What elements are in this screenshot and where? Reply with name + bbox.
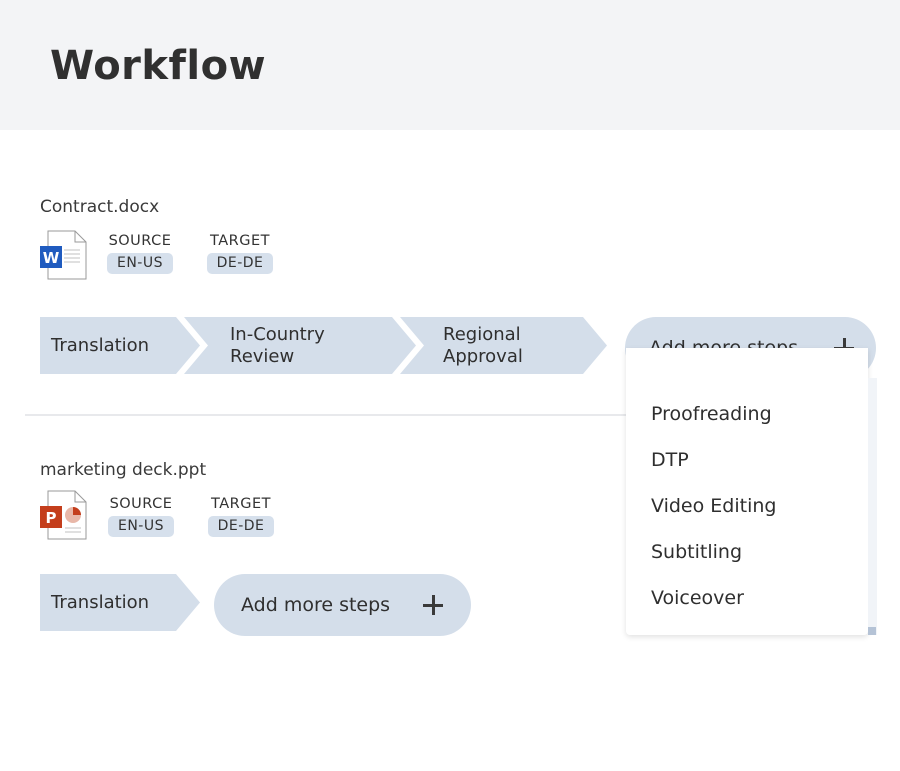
source-language-badge: EN-US xyxy=(107,516,174,537)
add-more-steps-label: Add more steps xyxy=(241,594,391,616)
workflow-step-in-country-review[interactable]: In-Country Review xyxy=(184,317,416,374)
file-name: marketing deck.ppt xyxy=(40,460,207,480)
source-language-badge: EN-US xyxy=(106,253,173,274)
target-language: TARGET DE-DE xyxy=(202,233,278,274)
source-language: SOURCE EN-US xyxy=(103,496,179,537)
target-label: TARGET xyxy=(211,496,271,512)
word-icon-letter: W xyxy=(43,249,60,267)
dropdown-scrollbar[interactable] xyxy=(868,378,877,635)
plus-icon xyxy=(423,595,443,615)
step-label: Translation xyxy=(51,591,150,613)
target-language-badge: DE-DE xyxy=(206,253,274,274)
page-header: Workflow xyxy=(0,0,900,130)
workflow-step-regional-approval[interactable]: Regional Approval xyxy=(400,317,607,374)
ppt-icon-letter: P xyxy=(46,509,57,527)
workflow-step-translation[interactable]: Translation xyxy=(40,317,200,374)
source-label: SOURCE xyxy=(108,233,172,249)
step-label: Regional Approval xyxy=(443,323,523,367)
step-label: In-Country Review xyxy=(230,323,325,367)
dropdown-item-voiceover[interactable]: Voiceover xyxy=(651,587,744,609)
dropdown-item-subtitling[interactable]: Subtitling xyxy=(651,541,743,563)
source-label: SOURCE xyxy=(109,496,173,512)
dropdown-item-proofreading[interactable]: Proofreading xyxy=(651,403,772,425)
add-more-steps-button[interactable]: Add more steps xyxy=(214,574,471,636)
dropdown-item-dtp[interactable]: DTP xyxy=(651,449,689,471)
workflow-step-translation[interactable]: Translation xyxy=(40,574,200,631)
powerpoint-document-icon: P xyxy=(40,490,87,540)
dropdown-scrollbar-thumb[interactable] xyxy=(868,627,876,635)
word-document-icon: W xyxy=(40,230,87,280)
target-label: TARGET xyxy=(210,233,270,249)
step-label: Translation xyxy=(51,334,150,356)
page-title: Workflow xyxy=(50,43,267,89)
file-name: Contract.docx xyxy=(40,197,160,217)
add-steps-dropdown-menu: Proofreading DTP Video Editing Subtitlin… xyxy=(626,348,868,635)
target-language-badge: DE-DE xyxy=(207,516,275,537)
source-language: SOURCE EN-US xyxy=(102,233,178,274)
target-language: TARGET DE-DE xyxy=(203,496,279,537)
dropdown-item-video-editing[interactable]: Video Editing xyxy=(651,495,777,517)
file-divider xyxy=(25,414,665,416)
